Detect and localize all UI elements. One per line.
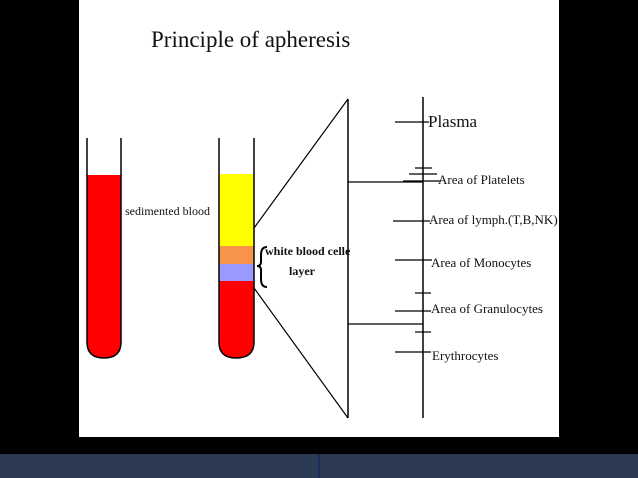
slide-title: Principle of apheresis xyxy=(151,27,351,52)
layer-label-lymph: Area of lymph.(T,B,NK) xyxy=(429,212,558,227)
wbc-brace xyxy=(256,246,268,288)
wbc-blue-layer xyxy=(219,264,254,281)
wbc-layer-label-line1: white blood celle xyxy=(265,244,351,258)
right-tube-outline xyxy=(218,138,255,359)
right-test-tube xyxy=(218,138,255,359)
left-test-tube xyxy=(86,138,122,359)
apheresis-diagram xyxy=(86,97,441,419)
layer-scale xyxy=(393,97,441,418)
wbc-layer-label-line2: layer xyxy=(289,264,315,278)
plasma-layer xyxy=(219,174,254,246)
layer-label-platelets: Area of Platelets xyxy=(438,172,525,187)
sedimented-blood-label: sedimented blood xyxy=(125,204,210,218)
layer-label-granulocytes: Area of Granulocytes xyxy=(431,301,543,316)
left-tube-outline xyxy=(86,138,122,359)
slide: Principle of apheresis xyxy=(79,0,559,437)
layer-label-plasma: Plasma xyxy=(428,112,478,131)
zoom-wedge xyxy=(253,98,423,419)
layer-label-erythrocytes: Erythrocytes xyxy=(432,348,499,363)
footer-bar xyxy=(0,454,638,478)
footer-divider xyxy=(318,454,320,478)
left-tube-blood xyxy=(87,175,121,358)
wbc-orange-layer xyxy=(219,246,254,264)
erythrocyte-layer xyxy=(219,281,254,358)
layer-label-monocytes: Area of Monocytes xyxy=(431,255,532,270)
